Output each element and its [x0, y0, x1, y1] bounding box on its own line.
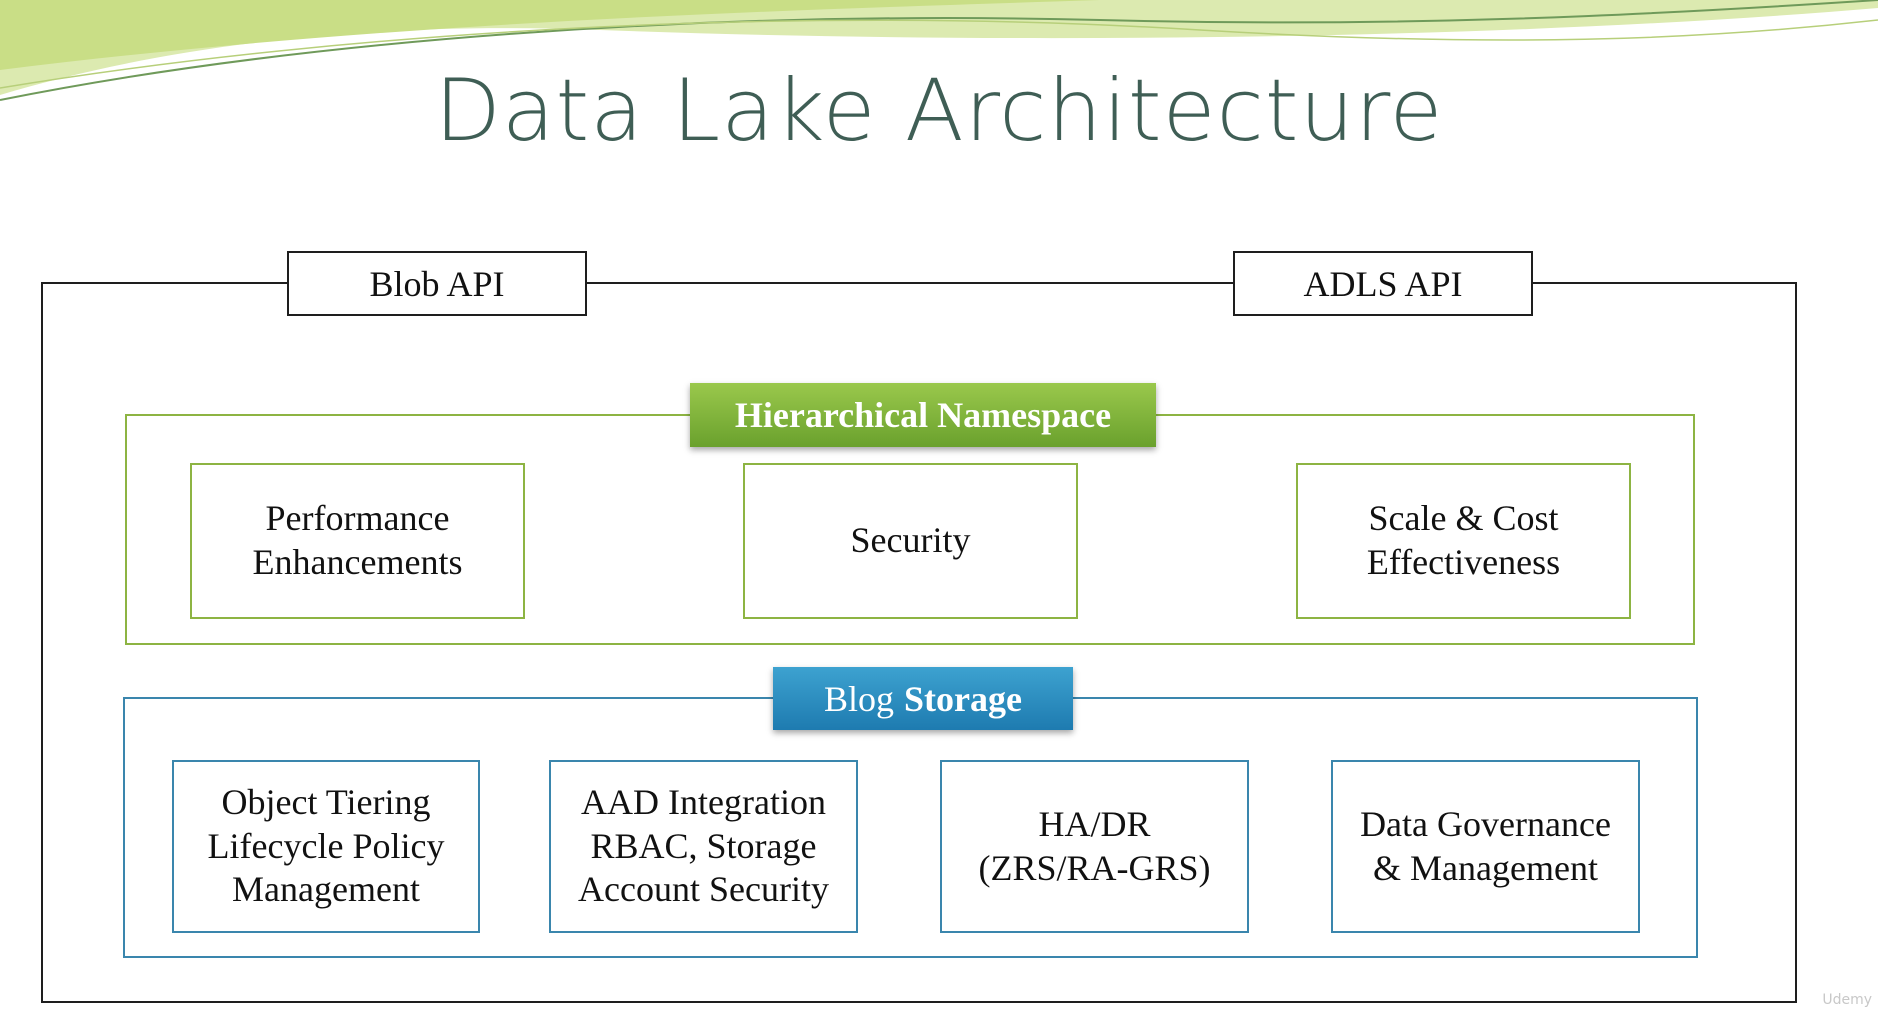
object-tiering-text: Object Tiering Lifecycle Policy Manageme… — [207, 781, 445, 910]
blob-storage-label-part2: Storage — [904, 678, 1022, 719]
ha-dr-box: HA/DR (ZRS/RA-GRS) — [940, 760, 1249, 933]
udemy-watermark: Udemy — [1822, 992, 1872, 1008]
data-governance-text: Data Governance & Management — [1360, 803, 1611, 888]
decorative-swoosh — [0, 0, 1878, 101]
performance-enhancements-box: Performance Enhancements — [190, 463, 525, 619]
hierarchical-namespace-label: Hierarchical Namespace — [690, 383, 1156, 447]
blob-storage-label: Blog Storage — [773, 667, 1073, 730]
object-tiering-box: Object Tiering Lifecycle Policy Manageme… — [172, 760, 480, 933]
data-governance-box: Data Governance & Management — [1331, 760, 1640, 933]
aad-integration-box: AAD Integration RBAC, Storage Account Se… — [549, 760, 858, 933]
security-box: Security — [743, 463, 1078, 619]
scale-cost-text: Scale & Cost Effectiveness — [1366, 498, 1561, 582]
scale-cost-box: Scale & Cost Effectiveness — [1296, 463, 1631, 619]
security-text: Security — [850, 520, 971, 561]
blob-api-box: Blob API — [287, 251, 587, 316]
aad-integration-text: AAD Integration RBAC, Storage Account Se… — [578, 781, 829, 910]
page-title: Data Lake Architecture — [434, 61, 1444, 161]
ha-dr-text: HA/DR (ZRS/RA-GRS) — [978, 803, 1211, 888]
blob-storage-label-part1: Blog — [824, 678, 895, 719]
outer-architecture-frame — [41, 282, 1797, 1003]
performance-enhancements-text: Performance Enhancements — [252, 498, 463, 582]
adls-api-box: ADLS API — [1233, 251, 1533, 316]
